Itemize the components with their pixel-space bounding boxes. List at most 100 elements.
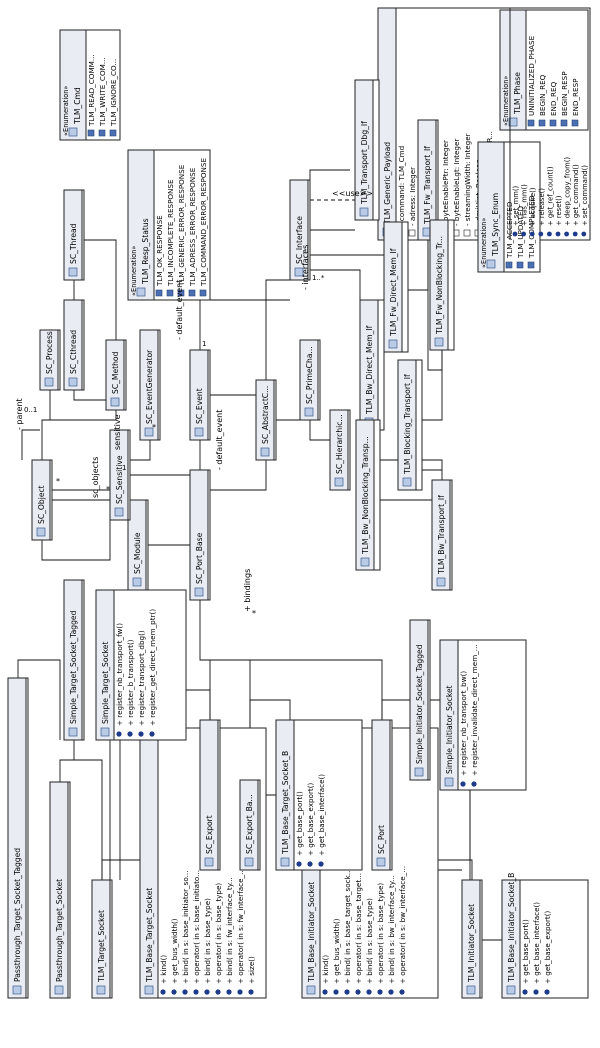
- class-name: TLM_Bw_NonBlocking_Transp...: [361, 436, 370, 555]
- edge: [84, 239, 117, 340]
- method-icon: [127, 731, 133, 737]
- class-member: BEGIN_RESP: [560, 71, 569, 116]
- class-name: TLM_Fw_Transport_If: [423, 146, 432, 225]
- class-simple_target_tagged[interactable]: Simple_Target_Socket_Tagged: [63, 579, 85, 741]
- class-sc_abstract[interactable]: SC_AbstractC...: [255, 379, 277, 461]
- class-member: + register_nb_transport_bw(): [459, 671, 468, 776]
- label-star: *: [56, 477, 60, 486]
- class-name: SC_Module: [133, 532, 142, 574]
- class-icon: [359, 207, 369, 217]
- label-star: *: [252, 609, 256, 618]
- class-simple_initiator_tagged[interactable]: Simple_Initiator_Socket_Tagged: [409, 619, 431, 781]
- class-sc_port_base[interactable]: SC_Port_Base: [189, 469, 211, 601]
- class-name: TLM_Base_Initiator_Socket_B: [507, 873, 516, 983]
- class-icon: [280, 857, 290, 867]
- class-passthrough_target2[interactable]: Passthrough_Target_Socket: [49, 781, 71, 999]
- class-member: TLM_COMMAND_ERROR_RESPONSE: [199, 158, 208, 287]
- edge: [59, 759, 103, 880]
- class-icon: [486, 259, 496, 269]
- class-sc_port[interactable]: SC_Port: [371, 719, 393, 871]
- class-tlm_sync_enum[interactable]: «Enumeration»TLM_Sync_EnumTLM_ACCEPTEDTL…: [477, 141, 541, 273]
- class-member: + register_get_direct_mem_ptr(): [148, 609, 157, 726]
- class-sc_export_base[interactable]: SC_Export_Ba...: [239, 779, 261, 871]
- literal-icon: [155, 289, 163, 297]
- class-member: TLM_COMPLETED: [527, 195, 536, 259]
- class-icon: [260, 447, 270, 457]
- class-tlm_transport_dbg_if[interactable]: TLM_Transport_Dbg_If: [354, 79, 380, 221]
- class-sc_cthread[interactable]: SC_Cthread: [63, 299, 85, 391]
- literal-icon: [527, 119, 535, 127]
- method-icon: [533, 989, 539, 995]
- class-member: TLM_UPDATED: [516, 206, 525, 259]
- class-sc_thread[interactable]: SC_Thread: [63, 189, 85, 281]
- class-simple_target_socket[interactable]: Simple_Target_Socket+ register_nb_transp…: [95, 589, 187, 741]
- class-name: TLM_Fw_Direct_Mem_If: [389, 248, 398, 337]
- label-star: *: [152, 423, 156, 432]
- method-icon: [333, 989, 339, 995]
- method-icon: [555, 231, 561, 237]
- class-tlm_fw_transport_if[interactable]: TLM_Fw_Transport_If: [417, 119, 439, 241]
- class-tlm_bw_direct_mem_if[interactable]: TLM_Bw_Direct_Mem_If: [359, 299, 385, 431]
- class-tlm_target_socket[interactable]: TLM_Target_Socket: [91, 879, 113, 999]
- class-icon: [434, 337, 444, 347]
- class-sc_interface[interactable]: SC_Interface: [289, 179, 311, 281]
- class-sc_hierarchical[interactable]: SC_Hierarchic...: [329, 409, 351, 491]
- label-parent-mult: 0..1: [24, 406, 37, 414]
- method-icon: [204, 989, 210, 995]
- class-name: SC_Object: [37, 485, 46, 524]
- method-icon: [377, 989, 383, 995]
- class-tlm_bw_transport_if[interactable]: TLM_Bw_Transport_If: [431, 479, 453, 591]
- class-sc_event[interactable]: SC_Event: [189, 349, 211, 441]
- class-tlm_bw_nonblocking_if[interactable]: TLM_Bw_NonBlocking_Transp...: [355, 419, 381, 571]
- class-icon: [194, 587, 204, 597]
- class-member: + operator( in s: bw_interface_...: [398, 866, 407, 984]
- payload-method: + get_command(): [572, 164, 580, 226]
- literal-icon: [549, 119, 557, 127]
- literal-icon: [571, 119, 579, 127]
- class-sc_export[interactable]: SC_Export: [199, 719, 221, 871]
- class-passthrough_target[interactable]: Passthrough_Target_Socket_Tagged: [7, 677, 29, 999]
- class-name: Passthrough_Target_Socket_Tagged: [13, 848, 22, 982]
- class-icon: [306, 985, 316, 995]
- class-icon: [466, 985, 476, 995]
- class-tlm_fw_nonblocking_if[interactable]: TLM_Fw_NonBlocking_Tr...: [429, 219, 455, 351]
- class-icon: [36, 527, 46, 537]
- class-name: TLM_Cmd: [73, 87, 82, 125]
- method-icon: [471, 781, 477, 787]
- class-header: [431, 479, 451, 591]
- class-sc_method[interactable]: SC_Method: [105, 339, 127, 411]
- class-member: + register_b_transport(): [126, 639, 135, 726]
- class-member: + register_nb_transport_fw(): [115, 623, 124, 726]
- class-name: SC_PrimeCha...: [305, 346, 314, 404]
- class-stereotype: «Enumeration»: [130, 246, 138, 296]
- class-tlm_fw_direct_mem_if[interactable]: TLM_Fw_Direct_Mem_If: [383, 221, 409, 353]
- class-header: [239, 779, 259, 871]
- payload-method: + set_command(): [581, 165, 589, 226]
- class-tlm_blocking_transport_if[interactable]: TLM_Blocking_Transport_If: [397, 359, 423, 491]
- class-tlm_base_initiator_socket_b[interactable]: TLM_Base_Initiator_Socket_B+ get_base_po…: [501, 873, 589, 999]
- edge: [422, 350, 443, 421]
- class-sc_process[interactable]: SC_Process: [39, 329, 61, 391]
- class-sc_module[interactable]: SC_Module: [127, 499, 149, 591]
- literal-icon: [87, 129, 95, 137]
- class-header: [59, 29, 87, 141]
- method-icon: [149, 731, 155, 737]
- class-icon: [144, 427, 154, 437]
- class-name: TLM_Sync_Enum: [491, 193, 500, 257]
- method-icon: [215, 989, 221, 995]
- class-name: SC_Port_Base: [195, 532, 204, 584]
- class-tlm_base_target_socket_b[interactable]: TLM_Base_Target_Socket_B+ get_base_port(…: [275, 719, 363, 871]
- label-sensitive: sensitive: [113, 414, 122, 450]
- method-icon: [581, 231, 587, 237]
- class-sc_object[interactable]: SC_Object: [31, 459, 53, 541]
- class-member: - adress: Integer: [408, 167, 417, 226]
- class-sc_primechannel[interactable]: SC_PrimeCha...: [299, 339, 321, 421]
- class-sc_eventgenerator[interactable]: SC_EventGenerator: [139, 329, 161, 441]
- class-sc_sensitive[interactable]: SC_Sensitive: [109, 429, 131, 521]
- class-simple_initiator_socket[interactable]: Simple_Initiator_Socket+ register_nb_tra…: [439, 639, 527, 791]
- class-tlm_initiator_socket[interactable]: TLM_Initiator_Socket: [461, 879, 483, 999]
